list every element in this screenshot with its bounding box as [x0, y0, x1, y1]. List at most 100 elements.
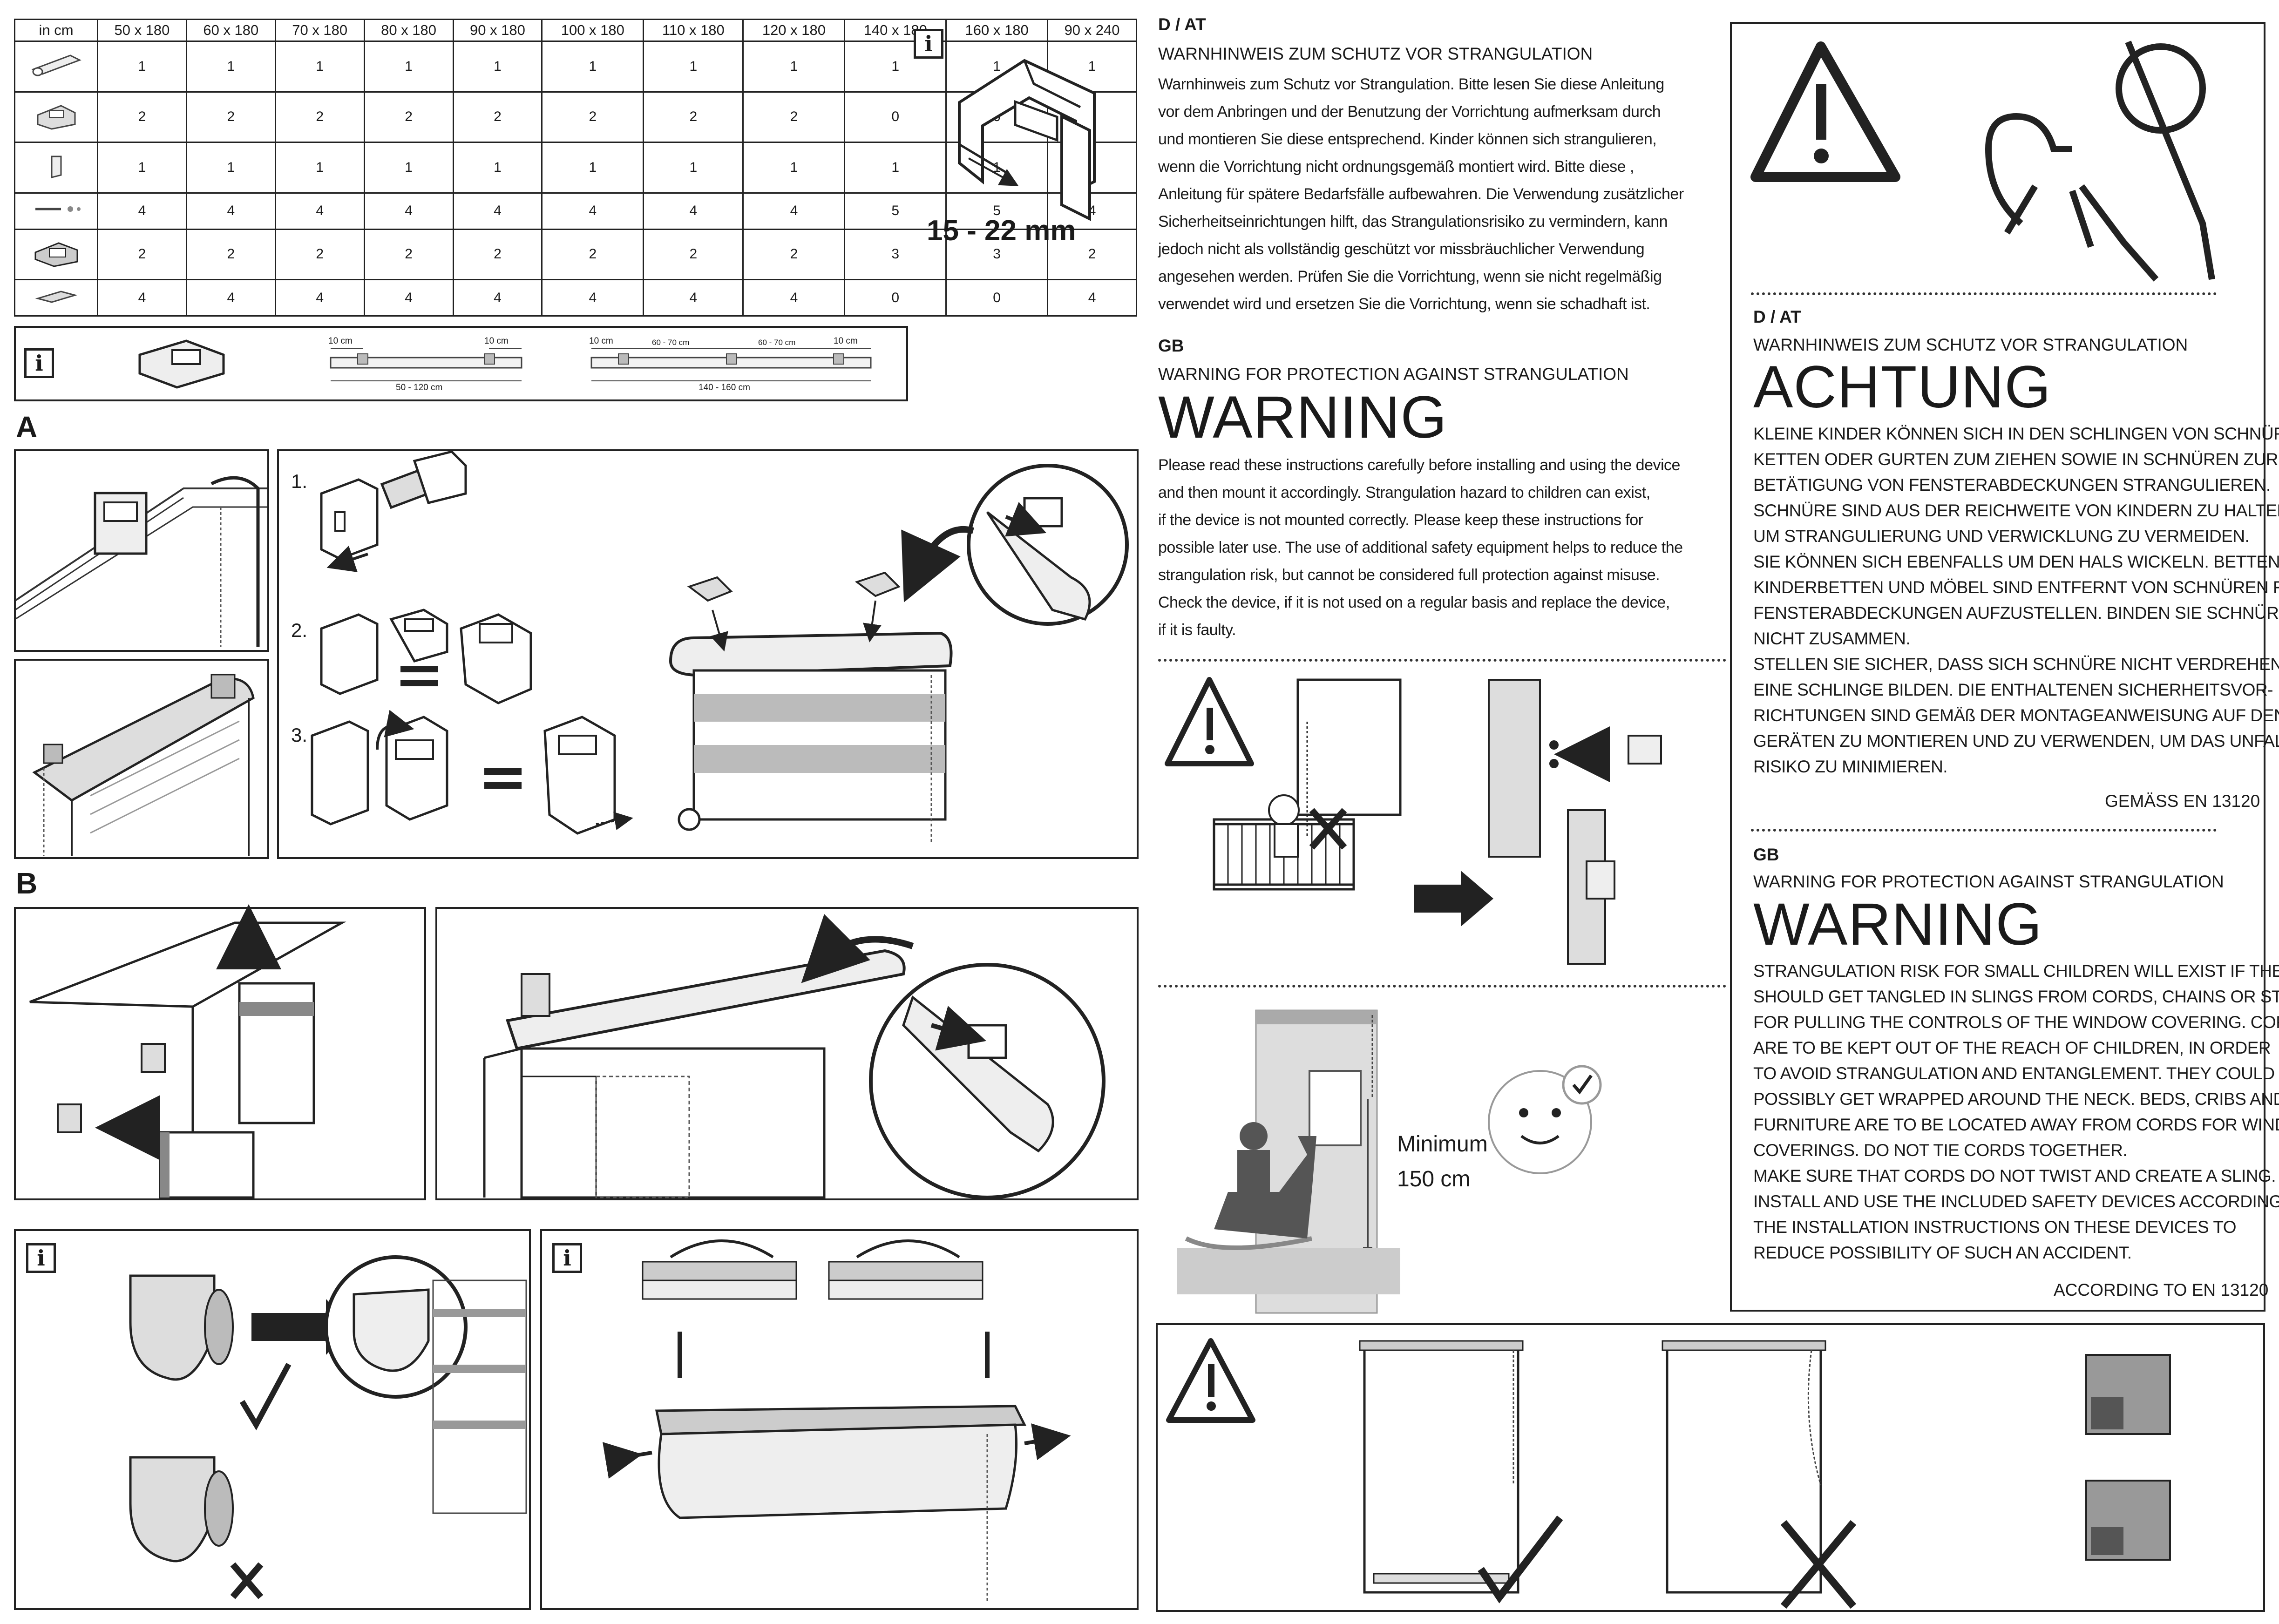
text-line: STELLEN SIE SICHER, DASS SICH SCHNÜRE NI…	[1753, 655, 2279, 674]
quantity-cell: 5	[945, 192, 1049, 230]
blind-top-illustration	[15, 476, 267, 647]
quantity-cell: 3	[945, 228, 1049, 281]
text-line: STRANGULATION RISK FOR SMALL CHILDREN WI…	[1753, 961, 2279, 981]
quantity-cell: 4	[1047, 279, 1137, 317]
right-gb-warning-title: WARNING	[1753, 891, 2042, 958]
quantity-cell: 4	[452, 279, 543, 317]
blind-front-illustration	[32, 674, 255, 856]
size-header: 110 x 180	[643, 19, 744, 42]
quantity-cell: 2	[185, 91, 276, 143]
step-1-label: 1.	[291, 470, 308, 492]
text-line: FOR PULLING THE CONTROLS OF THE WINDOW C…	[1753, 1013, 2279, 1032]
quantity-cell: 1	[541, 41, 644, 93]
assembly-steps-illustration	[311, 450, 633, 835]
spacing-edge-left: 10 cm	[589, 336, 613, 346]
text-line: KINDERBETTEN UND MÖBEL SIND ENTFERNT VON…	[1753, 578, 2279, 597]
size-header: 90 x 180	[452, 19, 543, 42]
text-line: NICHT ZUSAMMEN.	[1753, 629, 1911, 648]
adhesive-pad-icon	[14, 279, 98, 317]
clamp-bracket-drawing	[958, 59, 1096, 221]
quantity-cell: 4	[452, 192, 543, 230]
quantity-cell: 4	[274, 279, 365, 317]
text-line: MAKE SURE THAT CORDS DO NOT TWIST AND CR…	[1753, 1166, 2276, 1185]
text-line: Please read these instructions carefully…	[1158, 456, 1680, 474]
right-gb-norm: ACCORDING TO EN 13120	[2054, 1280, 2269, 1299]
quantity-cell: 4	[363, 192, 454, 230]
mid-gb-body: Please read these instructions carefully…	[1158, 452, 1726, 644]
minimum-height-illustration	[1177, 1009, 1602, 1314]
quantity-cell: 1	[274, 142, 365, 194]
info-glyph: i	[924, 31, 933, 56]
right-de-heading: WARNHINWEIS ZUM SCHUTZ VOR STRANGULATION	[1753, 335, 2188, 354]
screw-dowel-icon	[14, 192, 98, 230]
size-header: 100 x 180	[541, 19, 644, 42]
text-line: POSSIBLY GET WRAPPED AROUND THE NECK. BE…	[1753, 1089, 2279, 1109]
section-b-letter: B	[16, 866, 38, 900]
step-3-label: 3.	[291, 724, 308, 746]
text-line: KETTEN ODER GURTEN ZUM ZIEHEN SOWIE IN S…	[1753, 450, 2279, 469]
text-line: COVERINGS. DO NOT TIE CORDS TOGETHER.	[1753, 1141, 2128, 1160]
quantity-cell: 2	[643, 91, 744, 143]
quantity-cell: 2	[363, 228, 454, 281]
quantity-cell: 2	[643, 228, 744, 281]
quantity-cell: 4	[643, 279, 744, 317]
text-line: SHOULD GET TANGLED IN SLINGS FROM CORDS,…	[1753, 987, 2279, 1006]
spacing-edge-left: 10 cm	[328, 336, 353, 346]
quantity-cell: 1	[643, 142, 744, 194]
step-2-label: 2.	[291, 619, 308, 641]
quantity-cell: 0	[844, 91, 947, 143]
short-rail-diagram	[330, 348, 522, 381]
right-de-body: KLEINE KINDER KÖNNEN SICH IN DEN SCHLING…	[1753, 421, 2279, 779]
text-line: Warnhinweis zum Schutz vor Strangulation…	[1158, 75, 1664, 93]
size-header: 50 x 180	[97, 19, 187, 42]
right-de-achtung-title: ACHTUNG	[1753, 354, 2051, 420]
crib-warning-illustration	[1165, 677, 1662, 965]
quantity-cell: 4	[742, 192, 846, 230]
text-line: SCHNÜRE SIND AUS DER REICHWEITE VON KIND…	[1753, 501, 2279, 520]
quantity-cell: 4	[185, 279, 276, 317]
mounting-clip-icon	[14, 228, 98, 281]
quantity-cell: 4	[1047, 192, 1137, 230]
info-glyph: i	[37, 1245, 45, 1271]
text-line: GERÄTEN ZU MONTIEREN UND ZU VERWENDEN, U…	[1753, 731, 2279, 751]
text-line: verwendet wird und ersetzen Sie die Vorr…	[1158, 295, 1650, 313]
right-de-norm: GEMÄSS EN 13120	[2105, 792, 2260, 811]
right-gb-code: GB	[1753, 845, 1779, 864]
quantity-cell: 2	[97, 91, 187, 143]
quantity-cell: 2	[363, 91, 454, 143]
text-line: RISIKO ZU MINIMIEREN.	[1753, 757, 1948, 776]
quantity-cell: 4	[274, 192, 365, 230]
divider	[1158, 985, 1726, 988]
size-header: 120 x 180	[742, 19, 846, 42]
quantity-cell: 4	[185, 192, 276, 230]
quantity-cell: 1	[97, 41, 187, 93]
quantity-cell: 4	[742, 279, 846, 317]
text-line: KLEINE KINDER KÖNNEN SICH IN DEN SCHLING…	[1753, 424, 2279, 443]
quantity-cell: 1	[452, 41, 543, 93]
quantity-cell: 0	[945, 279, 1049, 317]
quantity-cell: 1	[363, 142, 454, 194]
text-line: INSTALL AND USE THE INCLUDED SAFETY DEVI…	[1753, 1192, 2279, 1211]
size-header: 160 x 180	[945, 19, 1049, 42]
spacing-edge-right: 10 cm	[834, 336, 858, 346]
unit-label: in cm	[14, 19, 98, 42]
text-line: Check the device, if it is not used on a…	[1158, 594, 1670, 611]
quantity-cell: 1	[274, 41, 365, 93]
quantity-cell: 1	[742, 41, 846, 93]
quantity-cell: 2	[185, 228, 276, 281]
text-line: TO AVOID STRANGULATION AND ENTANGLEMENT.…	[1753, 1064, 2275, 1083]
quantity-cell: 1	[97, 142, 187, 194]
text-line: FENSTERABDECKUNGEN AUFZUSTELLEN. BINDEN …	[1753, 603, 2279, 623]
right-gb-body: STRANGULATION RISK FOR SMALL CHILDREN WI…	[1753, 958, 2279, 1265]
roller-tube-icon	[14, 41, 98, 93]
mid-de-heading: WARNHINWEIS ZUM SCHUTZ VOR STRANGULATION	[1158, 44, 1593, 63]
spacing-mid-2: 60 - 70 cm	[758, 338, 796, 347]
quantity-cell: 0	[844, 279, 947, 317]
text-line: angesehen werden. Prüfen Sie die Vorrich…	[1158, 268, 1662, 285]
mounted-blind-illustration	[669, 464, 1129, 843]
cord-hazard-illustration	[1166, 1338, 2171, 1609]
text-line: BETÄTIGUNG VON FENSTERABDECKUNGEN STRANG…	[1753, 475, 2271, 494]
quantity-cell: 2	[742, 228, 846, 281]
text-line: jedoch nicht als vollständig geschützt v…	[1158, 240, 1645, 258]
